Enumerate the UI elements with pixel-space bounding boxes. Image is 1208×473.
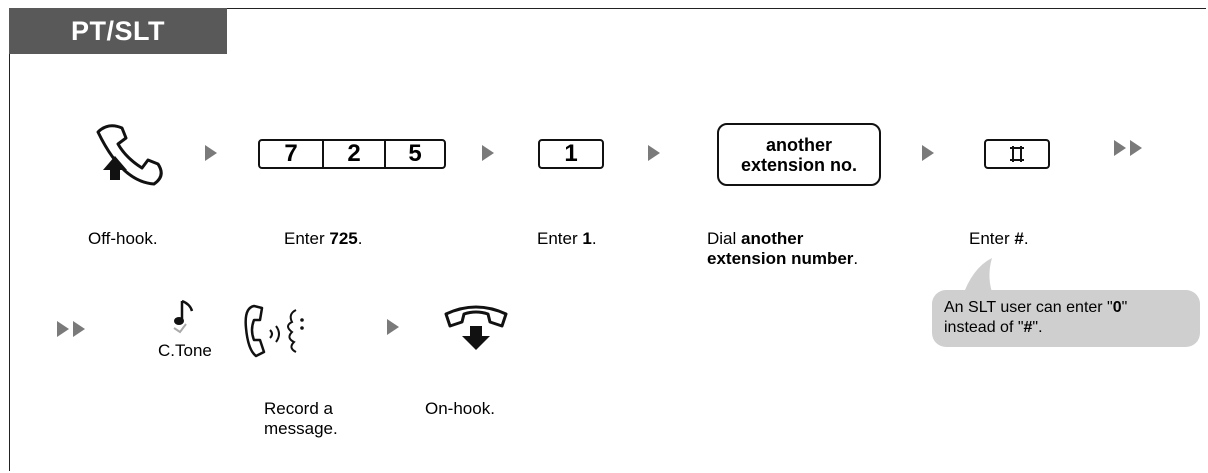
enter-hash-label: Enter #.	[969, 229, 1029, 248]
continue-arrow	[1114, 140, 1126, 156]
slt-note-bubble: An SLT user can enter "0" instead of "#"…	[932, 290, 1200, 347]
ext-box-line2: extension no.	[740, 154, 857, 175]
onhook-handset-icon	[444, 305, 508, 350]
key-group-725: 7 2 5	[258, 139, 446, 169]
another-extension-box: another extension no.	[717, 123, 881, 186]
step-arrow	[922, 145, 934, 161]
step-arrow	[205, 145, 217, 161]
key-1: 1	[538, 139, 604, 169]
hash-symbol-icon	[1010, 146, 1024, 162]
onhook-label: On-hook.	[425, 399, 495, 418]
offhook-label: Off-hook.	[88, 229, 158, 248]
ctone-label: C.Tone	[158, 341, 212, 360]
music-note-icon	[173, 299, 194, 334]
continue-arrow	[73, 321, 85, 337]
key-7: 7	[284, 140, 298, 167]
procedure-frame	[9, 8, 1206, 471]
enter-1-label: Enter 1.	[537, 229, 597, 248]
enter-725-label: Enter 725.	[284, 229, 363, 248]
hash-key-icon	[984, 139, 1050, 169]
continue-arrow	[1130, 140, 1142, 156]
pt-slt-tag: PT/SLT	[9, 8, 227, 54]
key-5: 5	[384, 140, 444, 167]
step-arrow	[387, 319, 399, 335]
continue-arrow	[57, 321, 69, 337]
step-arrow	[648, 145, 660, 161]
key-2: 2	[322, 140, 384, 167]
record-voice-icon	[244, 304, 304, 358]
step-arrow	[482, 145, 494, 161]
ext-box-line1: another	[765, 134, 832, 155]
bubble-tail	[962, 258, 994, 298]
offhook-handset-icon	[96, 124, 163, 186]
